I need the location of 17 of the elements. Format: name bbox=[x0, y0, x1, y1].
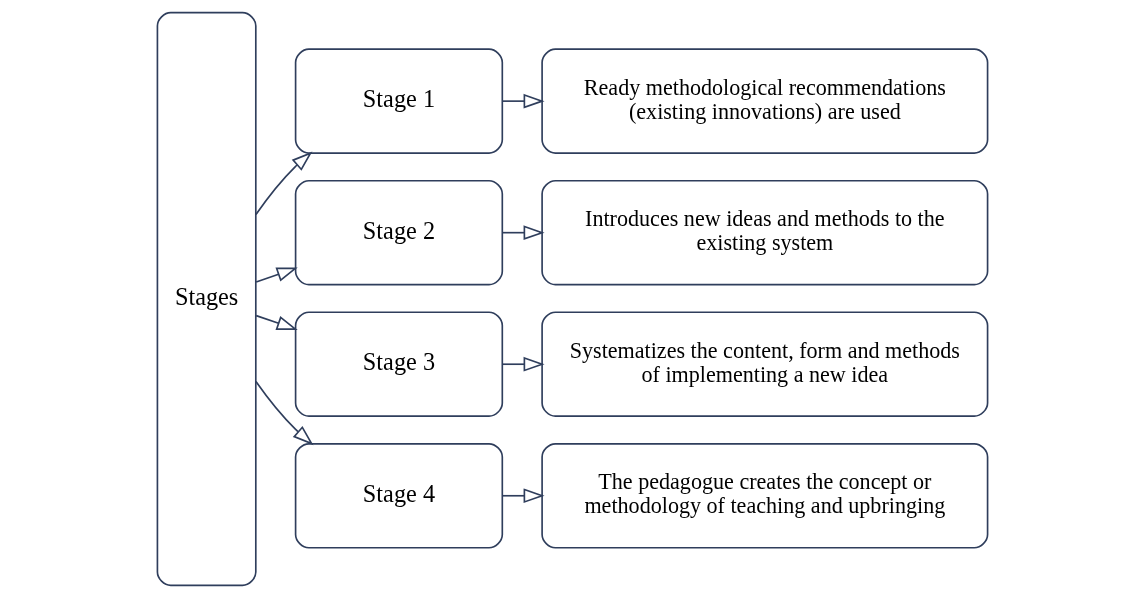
node-box: Systematizes the content, form and methods of implementing a new idea bbox=[541, 311, 989, 417]
node-box: The pedagogue creates the concept or methodology of teaching and upbringing bbox=[541, 443, 989, 549]
arrow bbox=[255, 314, 298, 331]
arrow bbox=[255, 151, 313, 216]
arrow bbox=[255, 267, 298, 283]
arrow bbox=[501, 225, 545, 241]
node-box: Introduces new ideas and methods to the existing system bbox=[541, 179, 989, 286]
node-box: Ready methodological recommendations (existing innovations) are used bbox=[541, 48, 989, 154]
arrow bbox=[501, 488, 545, 504]
arrow bbox=[501, 93, 545, 109]
node-box: Stage 2 bbox=[294, 179, 504, 286]
arrow bbox=[501, 356, 545, 372]
node-box: Stage 4 bbox=[294, 443, 504, 549]
node-box: Stage 1 bbox=[294, 48, 504, 154]
arrow bbox=[255, 380, 314, 446]
node-box: Stage 3 bbox=[294, 311, 504, 417]
node-box: Stages bbox=[156, 11, 257, 587]
